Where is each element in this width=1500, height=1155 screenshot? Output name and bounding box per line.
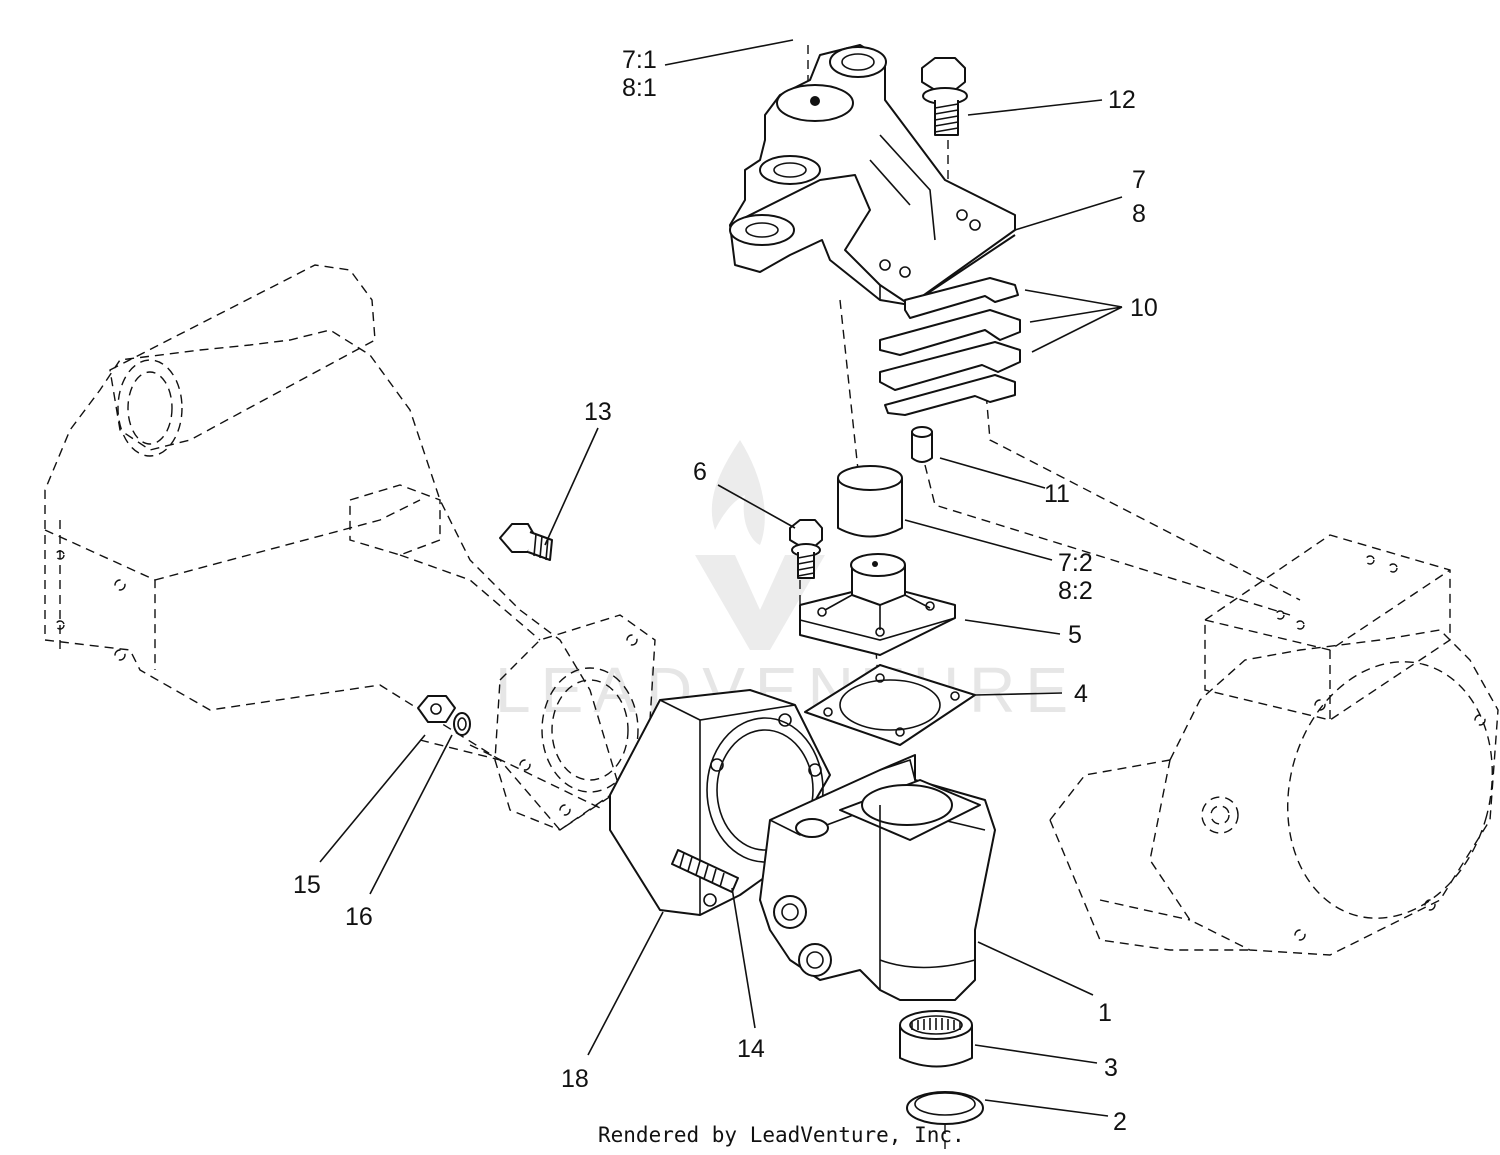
washer-16 bbox=[453, 712, 471, 736]
callout-6: 6 bbox=[693, 458, 707, 486]
callout-3: 3 bbox=[1104, 1054, 1118, 1082]
callout-4: 4 bbox=[1074, 680, 1088, 708]
callout-7: 7 bbox=[1132, 166, 1146, 194]
callout-13: 13 bbox=[584, 398, 612, 426]
bolt-12 bbox=[921, 57, 968, 136]
shims-10 bbox=[879, 277, 1021, 416]
callout-labels: 7:1 8:1 12 7 8 10 13 6 11 7:2 8:2 5 4 15… bbox=[293, 46, 1158, 1136]
ring-2 bbox=[906, 1091, 984, 1125]
dowel-pin-11 bbox=[911, 426, 933, 463]
callout-8-1: 8:1 bbox=[622, 74, 657, 102]
callout-7-2: 7:2 bbox=[1058, 549, 1093, 577]
callout-8-2: 8:2 bbox=[1058, 577, 1093, 605]
render-credit: Rendered by LeadVenture, Inc. bbox=[598, 1123, 965, 1147]
bolt-13 bbox=[499, 523, 553, 561]
callout-12: 12 bbox=[1108, 86, 1136, 114]
bolt-6 bbox=[789, 519, 823, 579]
bearing-3 bbox=[899, 1010, 973, 1068]
callout-14: 14 bbox=[737, 1035, 765, 1063]
axle-housing-left bbox=[44, 264, 656, 831]
axle-housing-right bbox=[1049, 534, 1499, 956]
callout-11: 11 bbox=[1044, 480, 1070, 508]
callout-8: 8 bbox=[1132, 200, 1146, 228]
watermark-logo: LEADVENTURE bbox=[495, 440, 1068, 726]
leader-lines bbox=[319, 39, 1123, 1117]
callout-7-1: 7:1 bbox=[622, 46, 657, 74]
steering-arm bbox=[729, 44, 1016, 306]
callout-1: 1 bbox=[1098, 999, 1112, 1027]
callout-2: 2 bbox=[1113, 1108, 1127, 1136]
callout-5: 5 bbox=[1068, 621, 1082, 649]
spindle-housing-1 bbox=[759, 754, 996, 1001]
callout-16: 16 bbox=[345, 903, 373, 931]
callout-18: 18 bbox=[561, 1065, 589, 1093]
bushing-7-2 bbox=[837, 465, 903, 538]
cap-5 bbox=[799, 553, 956, 656]
callout-15: 15 bbox=[293, 871, 321, 899]
nut-15 bbox=[417, 695, 456, 723]
callout-10: 10 bbox=[1130, 294, 1158, 322]
